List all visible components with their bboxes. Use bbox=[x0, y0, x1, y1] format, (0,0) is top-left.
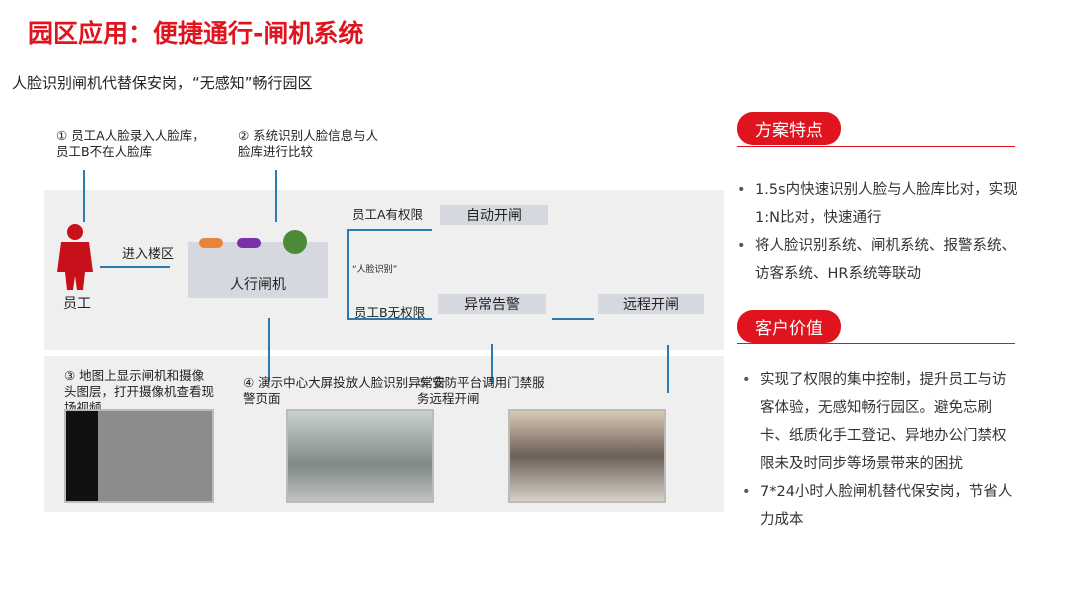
arrow-down-3 bbox=[268, 318, 270, 382]
value-item: 实现了权限的集中控制，提升员工与访客体验，无感知畅行园区。避免忘刷卡、纸质化手工… bbox=[738, 366, 1020, 478]
value-item: 7*24小时人脸闸机替代保安岗，节省人力成本 bbox=[738, 478, 1020, 534]
arrow-down-4 bbox=[491, 344, 493, 384]
b-noperm-label: 员工B无权限 bbox=[354, 305, 426, 320]
features-heading: 方案特点 bbox=[737, 112, 841, 145]
feature-item: 1.5s内快速识别人脸与人脸库比对，实现1:N比对，快速通行 bbox=[733, 176, 1023, 232]
features-divider bbox=[737, 146, 1015, 147]
arrow-a bbox=[347, 229, 432, 231]
step4-text: ④ 演示中心大屏投放人脸识别异常告警页面 bbox=[243, 375, 446, 406]
arrow-b bbox=[347, 318, 432, 320]
arrow-up-2 bbox=[275, 170, 277, 222]
flow-panel-top bbox=[44, 190, 724, 350]
purple-pill-icon bbox=[237, 238, 261, 248]
arrow-alarm-remote bbox=[552, 318, 594, 320]
arrow-enter bbox=[100, 266, 170, 268]
auto-open-box: 自动开闸 bbox=[440, 205, 548, 225]
step2-text: ② 系统识别人脸信息与人脸库进行比较 bbox=[238, 128, 379, 159]
enter-label: 进入楼区 bbox=[122, 247, 175, 262]
a-perm-label: 员工A有权限 bbox=[352, 207, 424, 222]
gate-box: 人行闸机 bbox=[188, 242, 328, 298]
gate-photo-image bbox=[286, 409, 434, 503]
orange-pill-icon bbox=[199, 238, 223, 248]
step5-text: ⑤ 安防平台调用门禁服务远程开闸 bbox=[417, 375, 545, 406]
face-recognition-label: “人脸识别” bbox=[352, 265, 398, 275]
remote-open-box: 远程开闸 bbox=[598, 294, 704, 314]
feature-item: 将人脸识别系统、闸机系统、报警系统、访客系统、HR系统等联动 bbox=[733, 232, 1023, 288]
alarm-box: 异常告警 bbox=[438, 294, 546, 314]
subtitle: 人脸识别闸机代替保安岗，“无感知”畅行园区 bbox=[12, 74, 313, 92]
arrow-up-1 bbox=[83, 170, 85, 222]
step3-text: ③ 地图上显示闸机和摄像头图层，打开摄像机查看现场视频 bbox=[64, 368, 214, 410]
map-screenshot-image bbox=[64, 409, 214, 503]
value-divider bbox=[737, 343, 1015, 344]
step1-text: ① 员工A人脸录入人脸库，员工B不在人脸库 bbox=[56, 128, 205, 159]
gate-label: 人行闸机 bbox=[230, 277, 286, 293]
value-heading: 客户价值 bbox=[737, 310, 841, 343]
arrow-up-5 bbox=[667, 345, 669, 393]
value-list: 实现了权限的集中控制，提升员工与访客体验，无感知畅行园区。避免忘刷卡、纸质化手工… bbox=[738, 366, 1020, 534]
branch-line bbox=[347, 229, 349, 319]
features-list: 1.5s内快速识别人脸与人脸库比对，实现1:N比对，快速通行 将人脸识别系统、闸… bbox=[733, 176, 1023, 288]
employee-label: 员工 bbox=[63, 296, 91, 312]
people-photo-image bbox=[508, 409, 666, 503]
camera-icon bbox=[283, 230, 307, 254]
page-title: 园区应用：便捷通行-闸机系统 bbox=[28, 19, 364, 48]
employee-icon bbox=[57, 224, 93, 290]
